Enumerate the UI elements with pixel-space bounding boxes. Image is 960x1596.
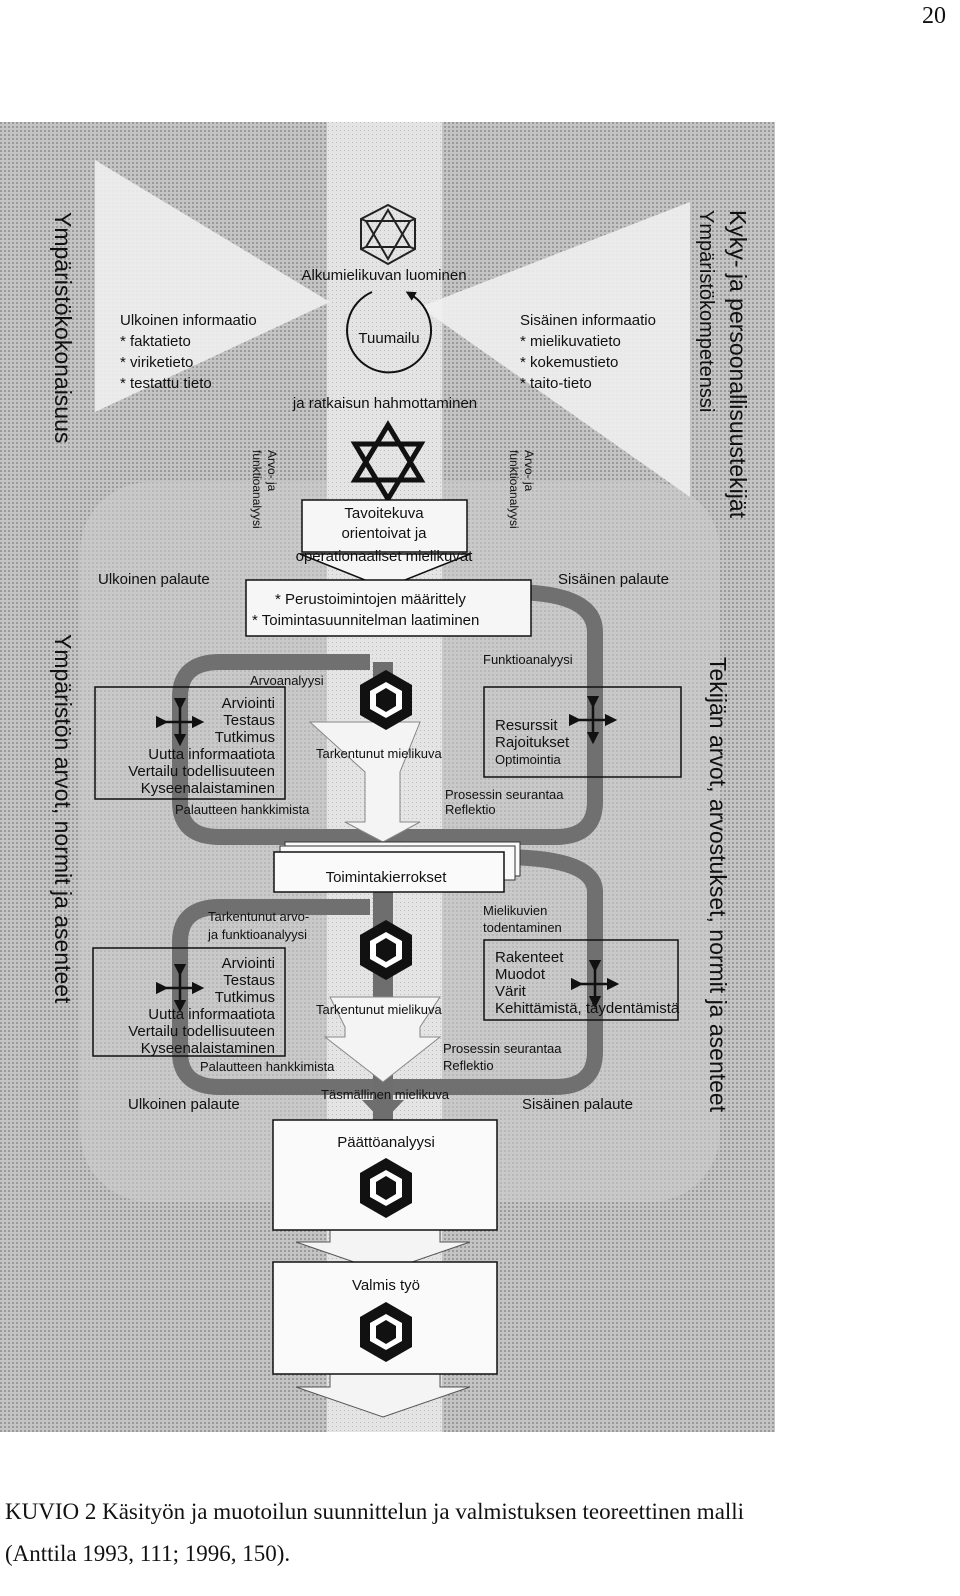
star-polyhedron-icon [350,420,426,504]
cycle1-tarkentunut: Tarkentunut mielikuva [316,746,442,761]
cycle2-prosessi: Prosessin seurantaa [443,1041,562,1056]
tavoitekuva-arrow [299,553,471,589]
label-ymparistokompetenssi: Ympäristökompetenssi [695,210,717,412]
hexagon-ring-icon [360,920,412,980]
sisainen-palaute-2: Sisäinen palaute [522,1096,633,1113]
cycle1-right-item: Resurssit [495,717,558,734]
funnel-arrow-1 [308,721,421,843]
cycle2-left-item: Testaus [223,972,275,989]
four-way-arrow-icon [155,963,205,1013]
cycle2-left-item: Vertailu todellisuuteen [128,1023,275,1040]
cycle2-right-item: Kehittämistä, täydentämistä [495,1000,680,1017]
tasmallinen-label: Täsmällinen mielikuva [321,1087,450,1102]
cycle1-left-item: Arviointi [222,695,275,712]
outer-info-item: * viriketieto [120,354,193,371]
inner-info-item: * kokemustieto [520,354,618,371]
mielikuvien-line: Mielikuvien [483,903,547,918]
funktioanalyysi-label: Funktioanalyysi [483,652,573,667]
sisainen-palaute-1: Sisäinen palaute [558,571,669,588]
arvo-label-left: Arvo- ja [265,450,279,492]
cycle2-left-item: Arviointi [222,955,275,972]
paattoanalyysi-label: Päättöanalyysi [337,1134,435,1151]
label-tekijan-arvot: Tekijän arvot, arvostukset, normit ja as… [705,657,731,1113]
cycle1-left-item: Kyseenalaistaminen [141,780,275,797]
cycle1-prosessi: Prosessin seurantaa [445,787,564,802]
alkumielikuva-label: Alkumielikuvan luominen [301,267,466,284]
arvoanalyysi-label: Arvoanalyysi [250,673,324,688]
cycle1-left-box [94,686,286,800]
cycle2-left-box [92,947,286,1057]
cycle1-right-item: Rajoitukset [495,734,570,751]
tavoitekuva-line: Tavoitekuva [344,505,424,522]
flow-band-cycle-2 [172,849,603,1095]
four-way-arrow-icon [570,959,620,1009]
flow-band-cycle-1 [172,584,603,845]
ulkoinen-palaute-2: Ulkoinen palaute [128,1096,240,1113]
cycle1-palautteen: Palautteen hankkimista [175,802,310,817]
inner-info-triangle [420,202,690,497]
mielikuvien-line: todentaminen [483,920,562,935]
outer-info-item: * faktatieto [120,333,191,350]
four-way-arrow-icon [155,697,205,747]
four-way-arrow-icon [568,695,618,745]
perustoiminnot-line: * Perustoimintojen määrittely [275,591,466,608]
cycle1-left-item: Vertailu todellisuuteen [128,763,275,780]
label-ympariston-arvot: Ympäristön arvot, normit ja asenteet [50,634,76,1004]
perustoiminnot-box [245,579,532,637]
tavoitekuva-line: operationaaliset mielikuvat [296,548,474,565]
cycle2-right-box [483,939,679,1021]
tarkentunut-arvo-line: ja funktioanalyysi [207,927,307,942]
hexagon-ring-icon [360,1158,412,1218]
tuumailu-label: Tuumailu [358,330,419,347]
cycle2-right-item: Muodot [495,966,546,983]
arvo-label-left-2: funktioanalyysi [250,450,264,529]
arvo-label-right: Arvo- ja [522,450,536,492]
label-ymparistokokonaisuus: Ympäristökokonaisuus [50,212,76,443]
valmis-tyo-label: Valmis työ [352,1277,420,1294]
outer-info-title: Ulkoinen informaatio [120,312,257,329]
tuumailu-cycle-arrow [346,291,433,374]
label-kyky-ja-persoonallisuus: Kyky- ja persoonallisuustekijät [725,210,751,519]
cycle1-right-item: Optimointia [495,752,562,767]
cycle2-tarkentunut: Tarkentunut mielikuva [316,1002,442,1017]
cycle2-left-item: Tutkimus [215,989,275,1006]
cycle2-prosessi: Reflektio [443,1058,494,1073]
ulkoinen-palaute-1: Ulkoinen palaute [98,571,210,588]
hexagon-ring-icon [360,670,412,730]
ratkaisu-label: ja ratkaisun hahmottaminen [292,395,477,412]
cycle2-right-item: Rakenteet [495,949,564,966]
inner-info-title: Sisäinen informaatio [520,312,656,329]
cycle2-left-item: Kyseenalaistaminen [141,1040,275,1057]
arvo-label-right-2: funktioanalyysi [507,450,521,529]
figure-caption: KUVIO 2 Käsityön ja muotoilun suunnittel… [5,1499,745,1524]
cycle2-left-item: Uutta informaatiota [148,1006,275,1023]
tavoitekuva-line: orientoivat ja [341,525,427,542]
design-process-diagram: Ympäristökokonaisuus Ympäristön arvot, n… [0,122,775,1432]
band-arrow-2 [362,1100,404,1122]
cycle1-left-item: Testaus [223,712,275,729]
toimintakierrokset-label: Toimintakierrokset [326,869,448,886]
outer-info-item: * testattu tieto [120,375,212,392]
cycle2-right-item: Värit [495,983,527,1000]
toimintakierrokset-box [273,851,505,893]
tavoitekuva-box [301,499,468,553]
funnel-arrow-2 [323,996,442,1083]
cycle2-palautteen: Palautteen hankkimista [200,1059,335,1074]
perustoiminnot-line: * Toimintasuunnitelman laatiminen [252,612,479,629]
inner-info-item: * mielikuvatieto [520,333,621,350]
inner-info-item: * taito-tieto [520,375,592,392]
outer-info-triangle [95,160,330,412]
hexagon-ring-icon [360,1302,412,1362]
page-number: 20 [922,3,946,29]
cycle1-prosessi: Reflektio [445,802,496,817]
tarkentunut-arvo-line: Tarkentunut arvo- [208,909,309,924]
cycle1-right-box [483,686,682,778]
cycle1-left-item: Uutta informaatiota [148,746,275,763]
cycle1-left-item: Tutkimus [215,729,275,746]
wireframe-polyhedron-icon [360,203,416,266]
figure-caption-source: (Anttila 1993, 111; 1996, 150). [5,1541,291,1566]
